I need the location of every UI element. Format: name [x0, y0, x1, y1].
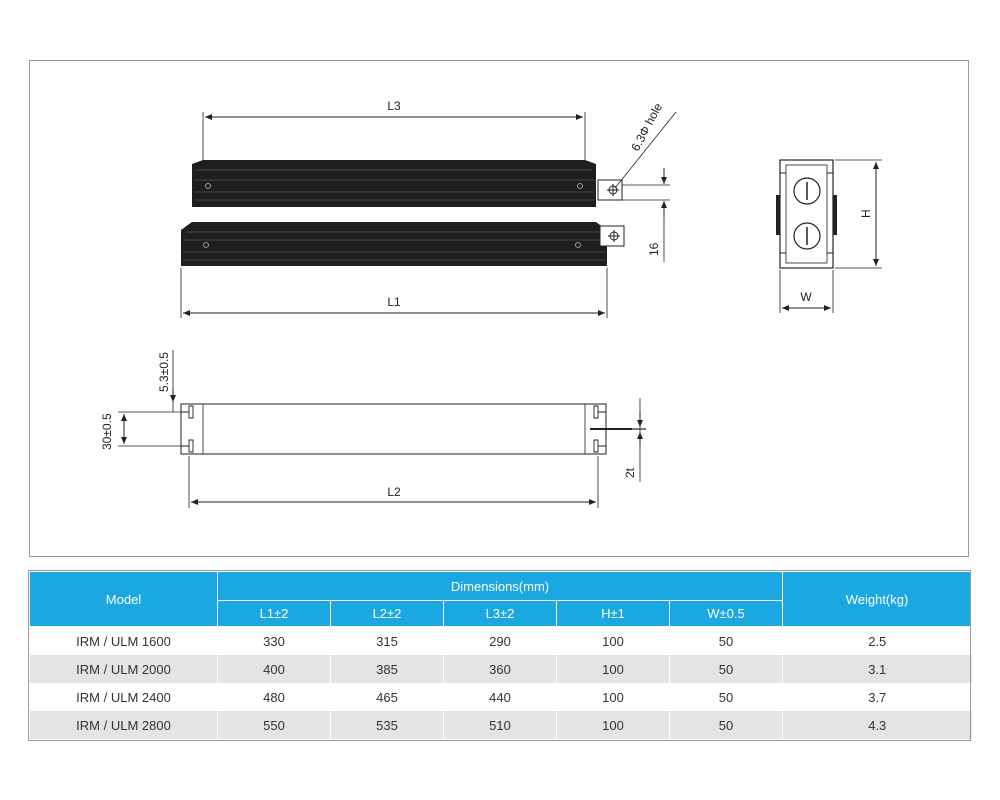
- w-cell: 50: [668, 711, 783, 739]
- l3-header: L3±2: [443, 600, 557, 627]
- table-row: IRM / ULM 2000 400 385 360 100 50 3.1: [29, 655, 972, 683]
- table-row: IRM / ULM 2400 480 465 440 100 50 3.7: [29, 683, 972, 711]
- l2-cell: 385: [330, 655, 444, 683]
- h-cell: 100: [556, 626, 670, 655]
- l1-cell: 480: [217, 683, 331, 711]
- table-row: IRM / ULM 2800 550 535 510 100 50 4.3: [29, 711, 972, 739]
- l3-dimension-label: L3: [387, 99, 401, 113]
- l3-cell: 360: [443, 655, 557, 683]
- l3-cell: 440: [443, 683, 557, 711]
- w-dimension-label: W: [800, 290, 812, 304]
- height-dimension-label: 30±0.5: [100, 413, 114, 450]
- l3-cell: 290: [443, 626, 557, 655]
- w-header: W±0.5: [668, 600, 784, 627]
- l1-cell: 550: [217, 711, 331, 739]
- dimensions-header: Dimensions(mm): [216, 571, 784, 601]
- w-cell: 50: [668, 626, 783, 655]
- resistor-top-body: [181, 160, 607, 266]
- technical-drawing: L3: [100, 99, 882, 508]
- weight-cell: 3.7: [782, 683, 972, 711]
- model-cell: IRM / ULM 2800: [29, 711, 218, 739]
- spacing-label: 16: [647, 242, 661, 256]
- model-header: Model: [29, 571, 218, 627]
- slot-dimension-label: 5.3±0.5: [157, 352, 171, 392]
- weight-cell: 4.3: [782, 711, 972, 739]
- l1-dimension-label: L1: [387, 295, 401, 309]
- model-cell: IRM / ULM 1600: [29, 626, 218, 655]
- weight-cell: 3.1: [782, 655, 972, 683]
- l2-cell: 535: [330, 711, 444, 739]
- h-dimension-label: H: [859, 209, 873, 218]
- l1-header: L1±2: [217, 600, 331, 627]
- side-view: 5.3±0.5 30±0.5 2t L2: [100, 350, 646, 508]
- terminal-tabs: [597, 179, 625, 247]
- l2-header: L2±2: [330, 600, 444, 627]
- l2-dimension-label: L2: [387, 485, 401, 499]
- w-cell: 50: [668, 655, 783, 683]
- weight-header: Weight(kg): [782, 571, 973, 627]
- end-view: H W: [776, 159, 882, 313]
- h-header: H±1: [556, 600, 670, 627]
- hole-label: 6.3Φ hole: [628, 100, 665, 153]
- thickness-label: 2t: [623, 467, 637, 478]
- l1-cell: 330: [217, 626, 331, 655]
- l3-cell: 510: [443, 711, 557, 739]
- h-cell: 100: [556, 655, 670, 683]
- h-cell: 100: [556, 711, 670, 739]
- w-cell: 50: [668, 683, 783, 711]
- l1-cell: 400: [217, 655, 331, 683]
- l2-cell: 465: [330, 683, 444, 711]
- top-view: L3: [180, 99, 677, 318]
- table-row: IRM / ULM 1600 330 315 290 100 50 2.5: [29, 626, 972, 655]
- dimensions-table: Model Dimensions(mm) Weight(kg) L1±2 L2±…: [29, 571, 973, 739]
- model-cell: IRM / ULM 2400: [29, 683, 218, 711]
- h-cell: 100: [556, 683, 670, 711]
- model-cell: IRM / ULM 2000: [29, 655, 218, 683]
- l2-cell: 315: [330, 626, 444, 655]
- weight-cell: 2.5: [782, 626, 972, 655]
